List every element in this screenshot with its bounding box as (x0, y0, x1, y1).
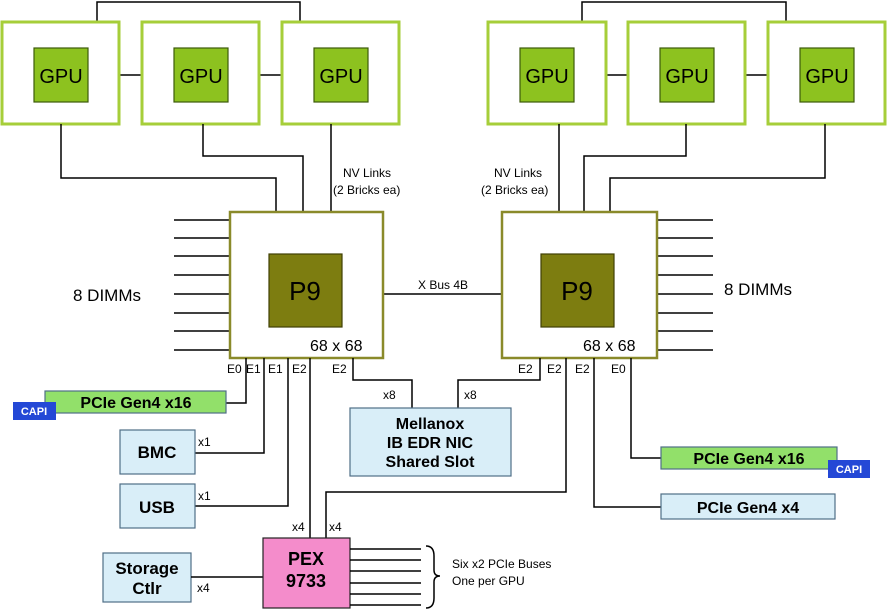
wire-left-e1-usb (195, 358, 289, 507)
wire-right-e2-pex (325, 358, 567, 538)
gpu-3-label: GPU (319, 66, 362, 88)
port-left-e2b: E2 (332, 362, 347, 376)
pex-right-link-width: x4 (329, 520, 342, 534)
dimms-right-label: 8 DIMMs (724, 280, 792, 299)
wire-left-e1-bmc (195, 358, 265, 454)
storage-link-width: x4 (197, 581, 210, 595)
nic-left-link-width: x8 (383, 388, 396, 402)
gpu-2: GPU (140, 20, 261, 126)
wire-left-e0-pcie (226, 358, 247, 404)
port-left-e0: E0 (227, 362, 242, 376)
gpu-5: GPU (626, 20, 747, 126)
wire-right-e2-pcie-x4 (593, 358, 661, 508)
gpu-4: GPU (486, 20, 608, 126)
gpu-3: GPU (280, 20, 401, 126)
xbus-label: X Bus 4B (418, 278, 468, 292)
usb-label: USB (139, 498, 175, 517)
storage-line-1: Storage (115, 559, 178, 578)
gpu-5-label: GPU (665, 66, 708, 88)
nvlinks-right-label: NV Links (494, 166, 542, 180)
usb-link-width: x1 (198, 489, 211, 503)
port-right-e2a: E2 (518, 362, 533, 376)
pcie-x16-left: PCIe Gen4 x16 (44, 390, 227, 414)
pex-line-1: PEX (288, 549, 324, 569)
wire-right-e0-pcie-x16 (630, 358, 661, 459)
capi-left: CAPI (13, 402, 56, 420)
gpu-1: GPU (0, 20, 121, 126)
gpu-ring-links (96, 1, 787, 76)
p9-right: P9 68 x 68 (500, 210, 659, 360)
pex-line-2: 9733 (286, 571, 326, 591)
port-right-e2b: E2 (547, 362, 562, 376)
bmc-link-width: x1 (198, 435, 211, 449)
dimms-left-label: 8 DIMMs (73, 286, 141, 305)
p9-right-label: P9 (561, 276, 593, 306)
port-right-e0: E0 (611, 362, 626, 376)
p9-right-grid: 68 x 68 (583, 338, 636, 355)
bmc-box: BMC (119, 429, 196, 475)
port-left-e2a: E2 (292, 362, 307, 376)
gpu-4-label: GPU (525, 66, 568, 88)
storage-ctlr-box: Storage Ctlr (102, 552, 192, 603)
gpu-6: GPU (766, 20, 887, 126)
six-buses-line-2: One per GPU (452, 574, 525, 588)
wire-left-e2-nic (352, 358, 413, 408)
pex-switch-box: PEX 9733 (262, 537, 351, 609)
six-buses-line-1: Six x2 PCIe Buses (452, 557, 551, 571)
nvlinks-left-label: NV Links (343, 166, 391, 180)
capi-right: CAPI (828, 460, 870, 478)
storage-line-2: Ctlr (132, 579, 162, 598)
pcie-x4-right: PCIe Gen4 x4 (660, 493, 836, 520)
pcie-x16-right: PCIe Gen4 x16 (660, 446, 838, 470)
gpu-2-label: GPU (179, 66, 222, 88)
pcie-x4-label: PCIe Gen4 x4 (697, 500, 799, 517)
dimm-lines-right (657, 219, 713, 351)
bmc-label: BMC (138, 443, 177, 462)
mellanox-line-3: Shared Slot (386, 454, 476, 471)
dimm-lines-left (174, 219, 230, 351)
p9-left-grid: 68 x 68 (310, 338, 363, 355)
nvlinks-left (60, 124, 332, 212)
port-right-e2c: E2 (575, 362, 590, 376)
mellanox-nic-box: Mellanox IB EDR NIC Shared Slot (349, 407, 512, 477)
mellanox-line-1: Mellanox (396, 416, 465, 433)
wire-right-e2-nic (457, 358, 541, 408)
mellanox-line-2: IB EDR NIC (387, 435, 474, 452)
bus-brace (425, 545, 441, 609)
usb-box: USB (119, 483, 196, 529)
nic-right-link-width: x8 (464, 388, 477, 402)
pcie-x16-left-label: PCIe Gen4 x16 (80, 395, 191, 412)
p9-left: P9 68 x 68 (228, 210, 385, 360)
gpu-6-label: GPU (805, 66, 848, 88)
nvlinks-right-sublabel: (2 Bricks ea) (481, 183, 548, 197)
capi-right-label: CAPI (836, 464, 862, 476)
six-pcie-buses (350, 548, 421, 606)
port-left-e1b: E1 (268, 362, 283, 376)
nvlinks-left-sublabel: (2 Bricks ea) (333, 183, 400, 197)
pex-left-link-width: x4 (292, 520, 305, 534)
gpu-1-label: GPU (39, 66, 82, 88)
capi-left-label: CAPI (21, 406, 47, 418)
port-left-e1a: E1 (246, 362, 261, 376)
p9-left-label: P9 (289, 276, 321, 306)
pcie-x16-right-label: PCIe Gen4 x16 (693, 451, 804, 468)
nvlinks-right (558, 124, 826, 212)
